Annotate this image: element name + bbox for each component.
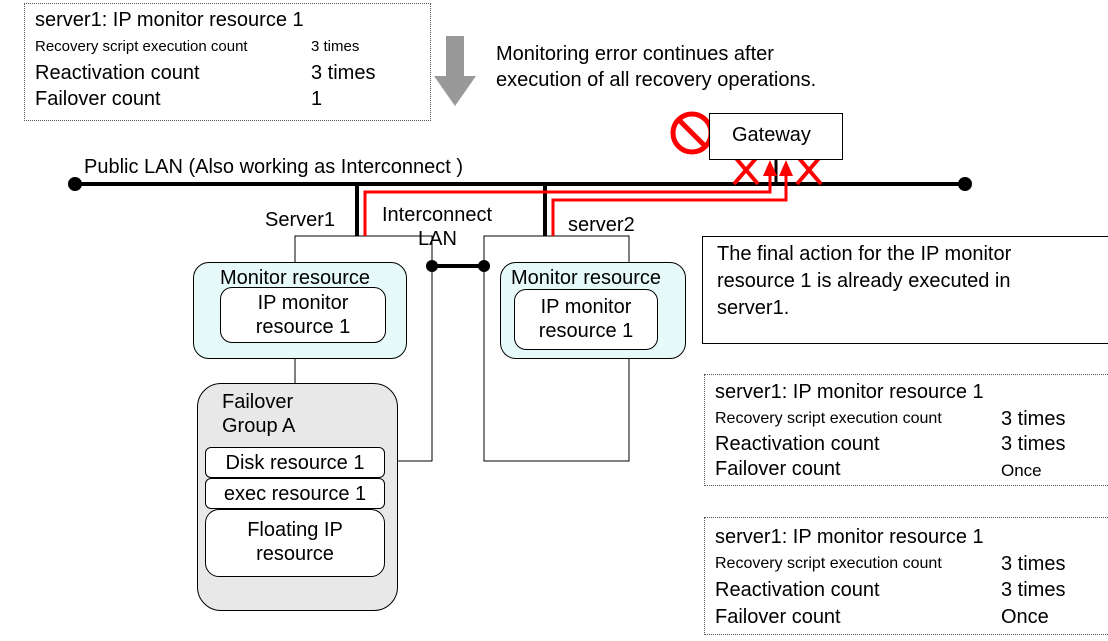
ip-monitor-line1: IP monitor [257, 292, 349, 314]
ip-monitor-line1: IP monitor [540, 296, 632, 318]
status-row-name: Reactivation count [715, 433, 880, 455]
server2-monitor-resource: Monitor resource IP monitor resource 1 [500, 262, 686, 359]
status-title: server1: IP monitor resource 1 [35, 9, 304, 31]
disk-to-server2-link [385, 266, 433, 462]
status-row-value: Once [1001, 461, 1042, 480]
status-row-name: Reactivation count [715, 579, 880, 601]
lan-left-end [68, 177, 82, 191]
final-action-rest: for the IP monitor [852, 243, 1012, 265]
exec-resource: exec resource 1 [205, 478, 385, 509]
status-row-value: 3 times [311, 38, 360, 55]
red-arrow-right [779, 160, 793, 176]
final-action-line1: The final action for the IP monitor [717, 241, 1108, 268]
status-row-name: Failover count [715, 458, 841, 480]
public-lan-label: Public LAN (Also working as Interconnect… [84, 156, 464, 178]
error-note: Monitoring error continues after executi… [496, 43, 817, 91]
final-action-line2: resource 1 is already executed in [717, 270, 1011, 292]
status-row-name: Recovery script execution count [715, 555, 942, 572]
ip-monitor-resource-box: IP monitor resource 1 [220, 287, 386, 343]
status-row-name: Failover count [35, 88, 161, 110]
status-row-value: 3 times [1001, 553, 1066, 575]
failing-path-server1 [363, 174, 772, 236]
monitor-resource-label: Monitor resource [220, 267, 371, 289]
status-row-value: Once [1001, 606, 1049, 628]
final-action-line3: server1. [717, 297, 790, 319]
status-box-mid: server1: IP monitor resource 1 Recovery … [704, 374, 1108, 486]
status-row-name: Failover count [715, 606, 841, 628]
status-box-bottom: server1: IP monitor resource 1 Recovery … [704, 517, 1108, 635]
interconnect-label-line1: Interconnect [382, 204, 493, 226]
failover-group-label-line1: Failover [222, 391, 294, 413]
status-row-value: 3 times [311, 62, 376, 84]
final-action-underlined: The final action [717, 243, 853, 265]
status-row-name: Reactivation count [35, 62, 200, 84]
status-row-value: 3 times [1001, 433, 1066, 455]
interconnect-node-right [478, 260, 490, 272]
status-row-value: 3 times [1001, 579, 1066, 601]
status-row-name: Recovery script execution count [715, 410, 942, 427]
floating-ip-resource: Floating IP resource [205, 509, 385, 577]
ip-monitor-line2: resource 1 [538, 320, 634, 342]
interconnect-label-line2: LAN [418, 228, 457, 250]
red-arrow-left [763, 160, 777, 176]
server1-label: Server1 [265, 209, 336, 231]
floating-ip-line2: resource [256, 543, 334, 565]
lan-right-end [958, 177, 972, 191]
status-title: server1: IP monitor resource 1 [715, 381, 984, 403]
gateway-label: Gateway [732, 124, 811, 146]
status-row-name: Recovery script execution count [35, 38, 248, 55]
floating-ip-line1: Floating IP [247, 519, 343, 541]
failing-path-server2 [551, 174, 788, 236]
status-row-value: 3 times [1001, 408, 1066, 430]
server1-monitor-resource: Monitor resource IP monitor resource 1 [193, 262, 407, 359]
status-row-value: 1 [311, 88, 323, 110]
disk-resource: Disk resource 1 [205, 447, 385, 478]
status-title: server1: IP monitor resource 1 [715, 526, 984, 548]
down-arrow-icon [434, 36, 476, 106]
server2-label: server2 [568, 214, 635, 236]
ip-monitor-line2: resource 1 [255, 316, 351, 338]
final-action-note: The final action for the IP monitor reso… [702, 236, 1108, 344]
prohibited-icon [670, 111, 714, 155]
status-box-top: server1: IP monitor resource 1 Recovery … [24, 3, 431, 121]
monitor-resource-label: Monitor resource [511, 267, 662, 289]
failover-group: Failover Group A Disk resource 1 exec re… [197, 383, 398, 611]
ip-monitor-resource-box: IP monitor resource 1 [514, 289, 658, 350]
fail-x-icon [732, 154, 823, 186]
gateway-box: Gateway [709, 113, 843, 160]
failover-group-label-line2: Group A [222, 415, 296, 437]
